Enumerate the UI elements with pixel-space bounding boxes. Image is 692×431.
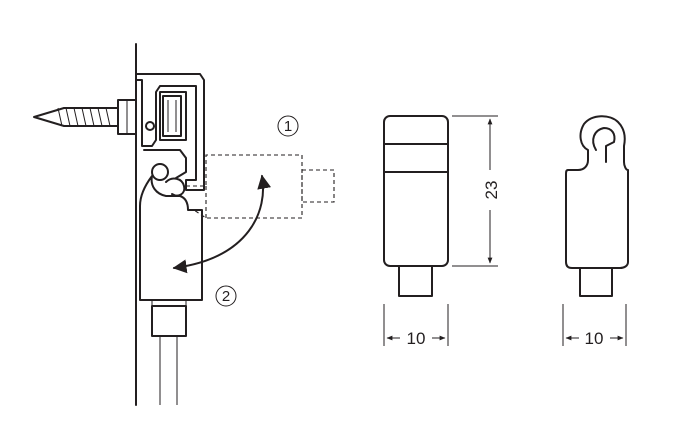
hanger-side-view: 10 xyxy=(562,115,629,348)
hook-width-label: 10 xyxy=(585,329,604,348)
step-marker-2: 2 xyxy=(215,285,237,307)
hook-width-dimension: 10 xyxy=(562,304,627,348)
hanger-installed xyxy=(139,175,203,405)
height-dimension: 23 xyxy=(452,115,501,267)
width-dimension: 10 xyxy=(383,304,449,348)
installation-view: 1 2 xyxy=(33,43,335,406)
hanger-front-view: 23 10 xyxy=(383,115,501,348)
height-label: 23 xyxy=(482,181,501,200)
screw-icon xyxy=(33,99,137,135)
rotation-arrow xyxy=(172,174,272,274)
svg-text:1: 1 xyxy=(284,118,292,135)
step-marker-1: 1 xyxy=(277,115,299,137)
width-label: 10 xyxy=(407,329,426,348)
rail-profile xyxy=(135,73,205,191)
svg-text:2: 2 xyxy=(222,288,230,305)
